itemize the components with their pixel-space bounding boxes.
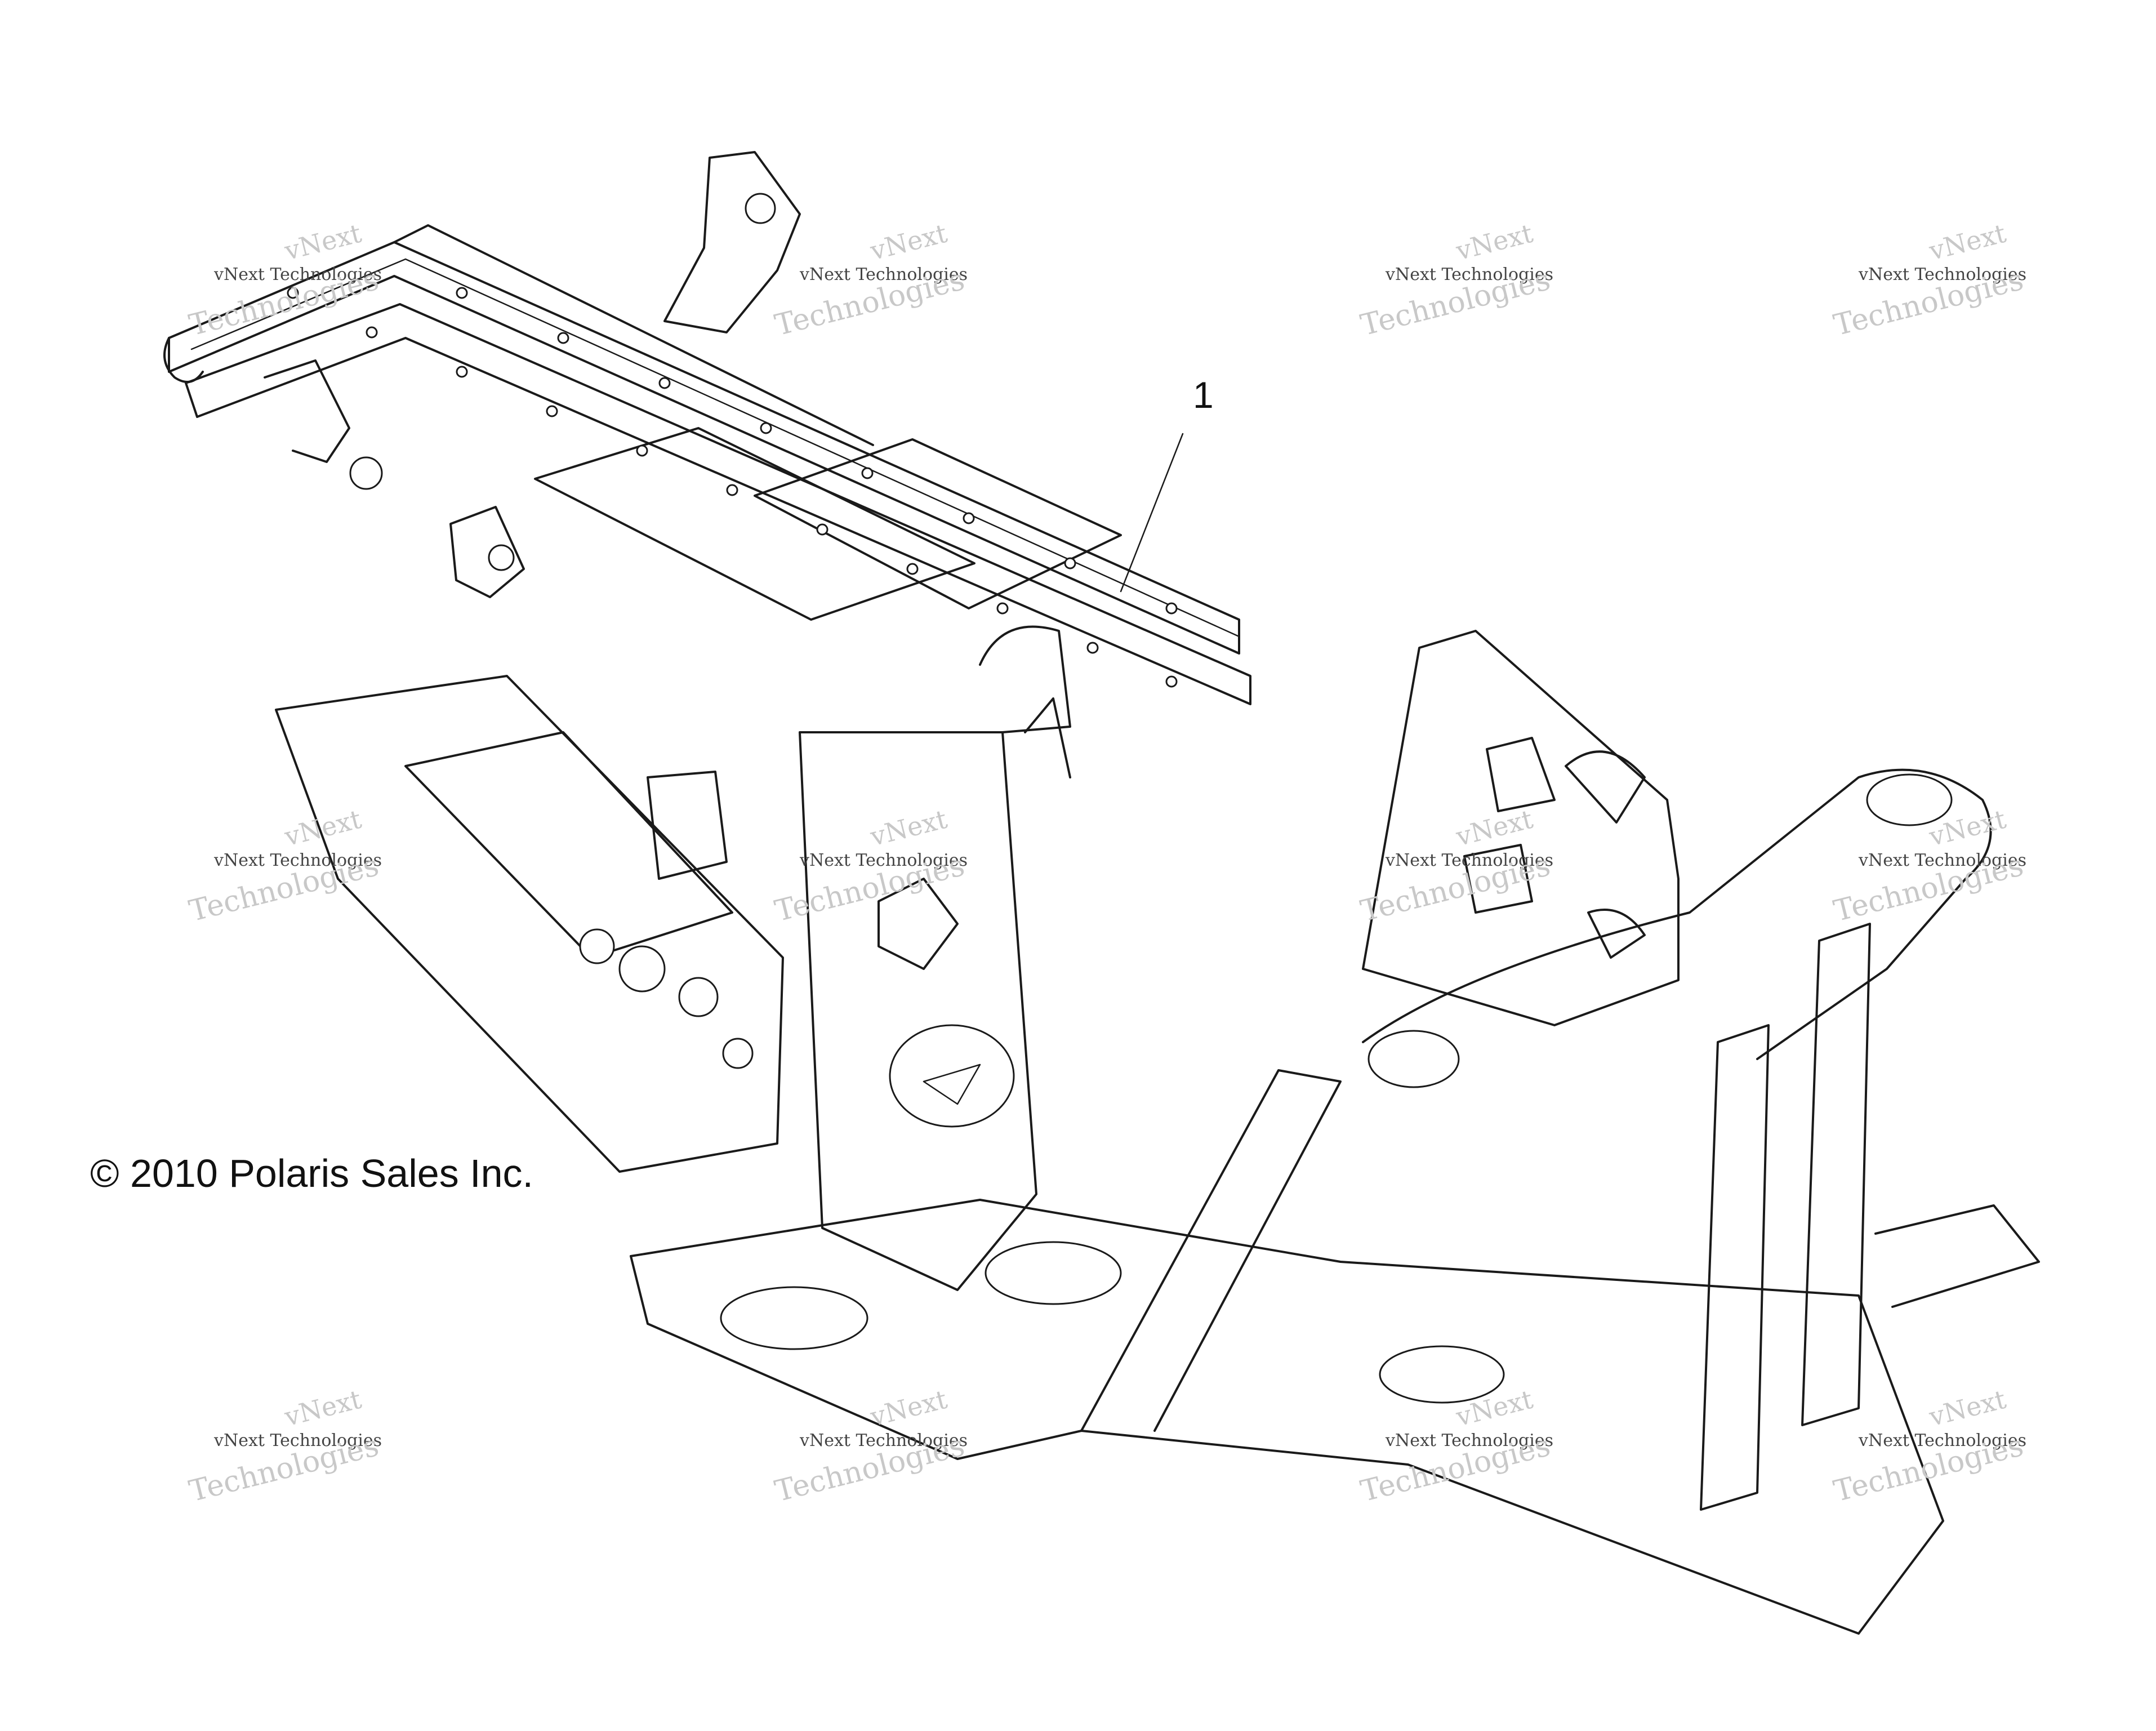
right-tower-plate: [1362, 630, 1680, 1026]
callout-leader-line: [1120, 433, 1184, 593]
lower-floor-pan: [630, 1069, 2040, 1635]
rail-holes: [287, 287, 1178, 688]
callout-number: 1: [1193, 374, 1214, 416]
upper-rail-assembly: [163, 151, 1251, 705]
right-front-arm: [1362, 768, 1992, 1511]
left-rear-frame: [275, 675, 784, 1173]
copyright-notice: © 2010 Polaris Sales Inc.: [90, 1151, 533, 1195]
center-frame: [799, 625, 1071, 1291]
